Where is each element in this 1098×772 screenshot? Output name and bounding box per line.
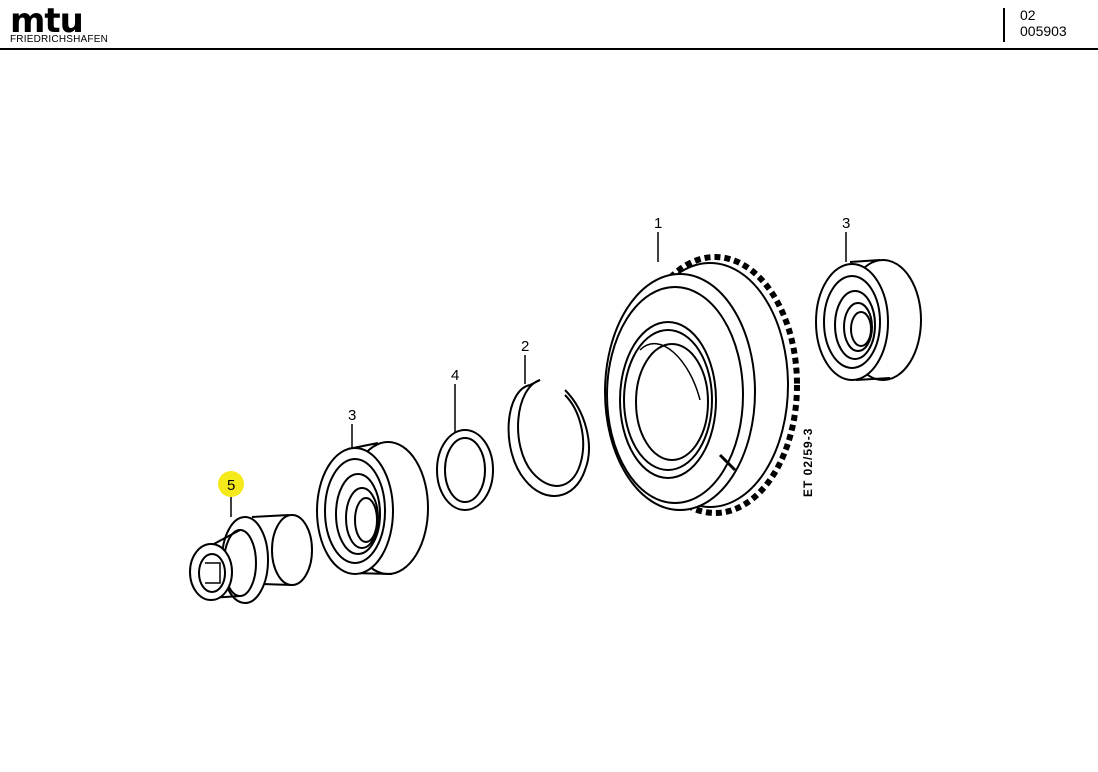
part-4-shim-ring[interactable] [436,429,494,511]
callout-5: 5 [227,477,235,494]
reference-divider [1003,8,1005,42]
part-5-bushing[interactable] [189,514,313,604]
page-header: mtu FRIEDRICHSHAFEN 02 005903 [0,0,1098,50]
callout-5-highlight [218,471,244,497]
callout-4: 4 [451,367,459,384]
exploded-parts-diagram: 1 2 3 3 4 5 ET 02/59-3 [189,215,922,604]
callout-3-right: 3 [842,215,850,232]
callout-1: 1 [654,215,662,232]
drawing-number: 005903 [1020,23,1067,39]
group-number: 02 [1020,7,1036,23]
reference-block: 02 005903 [1020,7,1067,39]
logo-subtext: FRIEDRICHSHAFEN [10,34,109,45]
part-1-gear[interactable] [604,254,800,516]
drawing-code: ET 02/59-3 [801,428,815,497]
callout-3-left: 3 [348,407,356,424]
part-3-bearing-right[interactable] [815,259,922,381]
logo-wordmark: mtu [10,1,84,41]
header-rule [0,48,1098,50]
part-2-snap-ring[interactable] [507,379,590,497]
leader-lines [230,232,847,517]
part-3-bearing-left[interactable] [316,441,429,575]
callout-2: 2 [521,338,529,355]
